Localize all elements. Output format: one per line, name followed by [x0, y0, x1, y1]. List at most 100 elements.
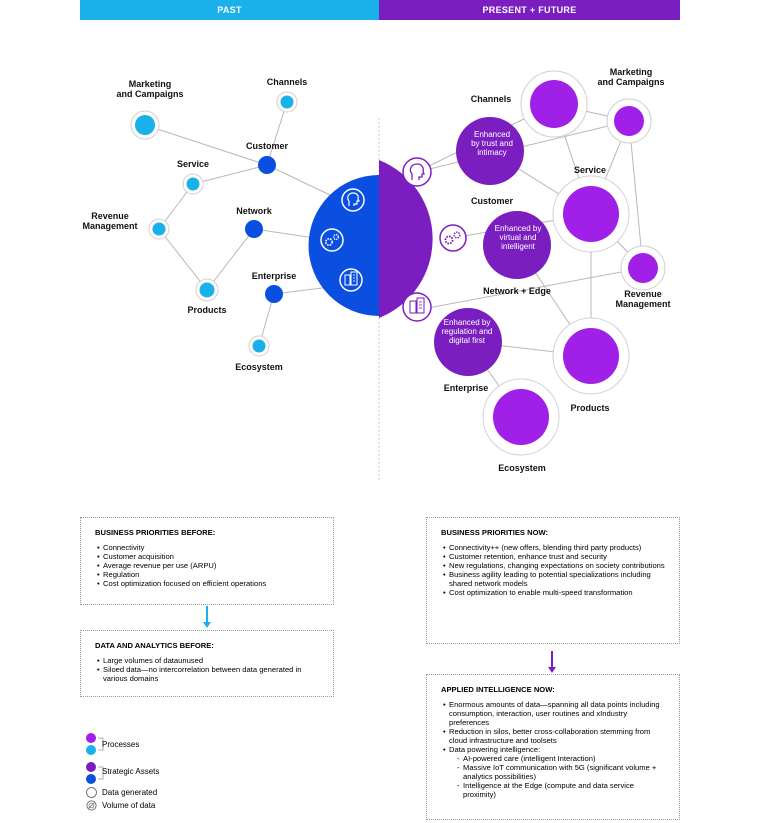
future-products-node	[563, 328, 619, 384]
future-customer-node	[456, 117, 524, 185]
list-item: Reduction in silos, better cross-collabo…	[441, 727, 667, 745]
past-products-node	[199, 282, 215, 298]
priorities-before-box: BUSINESS PRIORITIES BEFORE: Connectivity…	[80, 517, 334, 605]
past-edges	[144, 101, 331, 347]
priorities-before-title: BUSINESS PRIORITIES BEFORE:	[95, 528, 216, 537]
list-item: Customer acquisition	[95, 552, 321, 561]
analytics-before-title: DATA AND ANALYTICS BEFORE:	[95, 641, 214, 650]
list-item: Regulation	[95, 570, 321, 579]
list-item: Cost optimization focused on efficient o…	[95, 579, 321, 588]
legend-process-cyan-dot	[86, 745, 96, 755]
analytics-before-list: Large volumes of dataunused Siloed data—…	[95, 656, 321, 683]
volume-of-data-icon	[86, 800, 97, 811]
past-process-nodes	[130, 91, 298, 357]
buildings-icon	[339, 268, 363, 292]
list-item: Average revenue per use (ARPU)	[95, 561, 321, 570]
list-item: Connectivity	[95, 543, 321, 552]
past-ecosystem-label: Ecosystem	[235, 362, 283, 372]
list-item: Data powering intelligence:	[441, 745, 667, 754]
list-item: Customer retention, enhance trust and se…	[441, 552, 667, 561]
past-asset-nodes	[245, 156, 283, 303]
future-process-nodes	[482, 70, 666, 456]
future-customer-label: Customer	[471, 196, 514, 206]
future-ecosystem-label: Ecosystem	[498, 463, 546, 473]
past-ecosystem-node	[252, 339, 266, 353]
past-network-node	[245, 220, 263, 238]
priorities-now-title: BUSINESS PRIORITIES NOW:	[441, 528, 549, 537]
future-header: PRESENT + FUTURE	[379, 0, 680, 20]
gears-icon	[320, 228, 344, 252]
head-profile-icon	[341, 188, 365, 212]
future-hub	[379, 160, 433, 318]
legend-strategic-assets-label: Strategic Assets	[102, 767, 160, 776]
list-item: Siloed data—no intercorrelation between …	[95, 665, 321, 683]
future-network-label: Network + Edge	[483, 286, 551, 296]
legend-process-purple-dot	[86, 733, 96, 743]
future-buildings-icon	[402, 292, 432, 322]
past-products-label: Products	[187, 305, 226, 315]
applied-intelligence-box: APPLIED INTELLIGENCE NOW: Enormous amoun…	[426, 674, 680, 820]
legend-bracket	[98, 766, 104, 780]
past-customer-node	[258, 156, 276, 174]
past-header: PAST	[80, 0, 379, 20]
future-service-label: Service	[574, 165, 606, 175]
analytics-before-box: DATA AND ANALYTICS BEFORE: Large volumes…	[80, 630, 334, 697]
future-marketing-node	[614, 106, 644, 136]
list-item: New regulations, changing expectations o…	[441, 561, 667, 570]
list-item: Enormous amounts of data—spanning all da…	[441, 700, 667, 727]
future-channels-node	[530, 80, 578, 128]
applied-intelligence-title: APPLIED INTELLIGENCE NOW:	[441, 685, 555, 694]
legend-data-generated-icon	[86, 787, 97, 798]
legend-volume-of-data-label: Volume of data	[102, 801, 156, 810]
future-service-node	[563, 186, 619, 242]
past-channels-node	[280, 95, 294, 109]
legend-asset-blue-dot	[86, 774, 96, 784]
past-service-label: Service	[177, 159, 209, 169]
future-gears-icon	[439, 224, 467, 252]
past-channels-label: Channels	[267, 77, 308, 87]
past-header-label: PAST	[217, 5, 242, 15]
future-channels-label: Channels	[471, 94, 512, 104]
legend-asset-purple-dot	[86, 762, 96, 772]
past-marketing-node	[135, 115, 155, 135]
future-products-label: Products	[570, 403, 609, 413]
legend-processes-label: Processes	[102, 740, 140, 749]
past-enterprise-label: Enterprise	[252, 271, 297, 281]
future-revenue-node	[628, 253, 658, 283]
future-asset-nodes	[434, 117, 551, 376]
past-network-label: Network	[236, 206, 273, 216]
past-customer-label: Customer	[246, 141, 289, 151]
future-enterprise-label: Enterprise	[444, 383, 489, 393]
list-item: Connectivity++ (new offers, blending thi…	[441, 543, 667, 552]
priorities-before-list: Connectivity Customer acquisition Averag…	[95, 543, 321, 588]
priorities-now-list: Connectivity++ (new offers, blending thi…	[441, 543, 667, 597]
future-header-label: PRESENT + FUTURE	[482, 5, 577, 15]
list-item: Large volumes of dataunused	[95, 656, 321, 665]
legend-data-generated-label: Data generated	[102, 788, 158, 797]
list-item: Cost optimization to enable multi-speed …	[441, 588, 667, 597]
list-subitem: Massive IoT communication with 5G (signi…	[441, 763, 667, 781]
legend-processes: Processes	[102, 740, 139, 749]
applied-intelligence-list: Enormous amounts of data—spanning all da…	[441, 700, 667, 799]
future-ecosystem-node	[493, 389, 549, 445]
future-head-profile-icon	[402, 157, 432, 187]
legend-data-generated: Data generated	[102, 788, 157, 797]
legend-volume-of-data: Volume of data	[102, 801, 155, 810]
legend-strategic-assets: Strategic Assets	[102, 767, 159, 776]
future-enterprise-node	[434, 308, 502, 376]
list-subitem: AI-powered care (intelligent Interaction…	[441, 754, 667, 763]
priorities-now-box: BUSINESS PRIORITIES NOW: Connectivity++ …	[426, 517, 680, 644]
future-network-node	[483, 211, 551, 279]
past-enterprise-node	[265, 285, 283, 303]
list-subitem: Intelligence at the Edge (compute and da…	[441, 781, 667, 799]
past-revenue-node	[152, 222, 166, 236]
